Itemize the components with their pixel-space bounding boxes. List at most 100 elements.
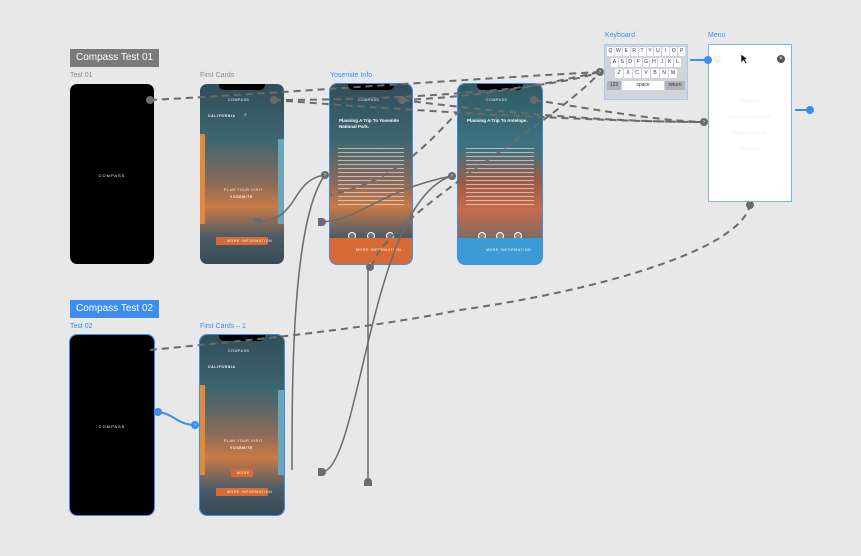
artboard-title-yosemite-info[interactable]: Yosemite Info — [330, 72, 373, 79]
menu-item-grand-canyon[interactable]: GRAND CANYON — [732, 131, 768, 135]
splash-logo-text: COMPASS — [98, 173, 126, 178]
more-info-label: MORE INFORMATION — [227, 239, 273, 243]
hotspot-handle[interactable] — [318, 218, 326, 226]
link-test02-to-menu — [149, 204, 751, 351]
link-antelope-back — [329, 109, 461, 196]
artboard-test-01[interactable]: COMPASS — [70, 84, 154, 264]
key-k[interactable]: K — [666, 58, 674, 67]
key-return[interactable]: return — [665, 81, 685, 90]
key-y[interactable]: Y — [646, 47, 654, 56]
link-handle[interactable] — [146, 96, 154, 104]
link-handle[interactable] — [270, 96, 278, 104]
link-handle-selected[interactable] — [154, 408, 162, 416]
link-target-arrow[interactable]: › — [448, 172, 456, 180]
park-title: YOSEMITE — [230, 195, 253, 199]
link-target-arrow[interactable]: › — [700, 118, 708, 126]
key-c[interactable]: C — [633, 69, 641, 78]
link-handle-selected[interactable] — [806, 106, 814, 114]
key-v[interactable]: V — [642, 69, 650, 78]
link-antelope-to-menu — [533, 99, 705, 123]
hotspot-handle[interactable] — [318, 468, 326, 476]
key-u[interactable]: U — [654, 47, 662, 56]
key-t[interactable]: T — [638, 47, 646, 56]
info-paragraph — [338, 148, 404, 208]
key-q[interactable]: Q — [607, 47, 614, 56]
menu-item-antelope-canyon[interactable]: ANTELOPE CANYON — [728, 115, 772, 119]
artboard-test-02[interactable]: COMPASS — [69, 334, 155, 516]
header-logo-text: COMPASS — [228, 349, 250, 353]
link-handle-selected[interactable] — [704, 56, 712, 64]
link-handle[interactable] — [398, 96, 406, 104]
key-numbers[interactable]: 123 — [607, 81, 621, 90]
key-n[interactable]: N — [660, 69, 668, 78]
artboard-first-cards[interactable]: COMPASS CALIFORNIA ⌕ PLAN YOUR VISIT YOS… — [200, 84, 284, 264]
key-x[interactable]: X — [624, 69, 632, 78]
cursor-arrow — [740, 53, 749, 65]
hotspot-handle[interactable] — [254, 218, 262, 226]
link-firstcards-to-menu — [273, 99, 705, 123]
key-o[interactable]: O — [670, 47, 678, 56]
key-p[interactable]: P — [678, 47, 686, 56]
menu-item-yosemite[interactable]: YOSEMITE — [738, 99, 762, 103]
artboard-yosemite-info[interactable]: COMPASS Planning A Trip To Yosemite Nati… — [329, 83, 413, 265]
artboard-title-keyboard[interactable]: Keyboard — [605, 32, 635, 39]
menu-avatar — [713, 55, 721, 63]
artboard-first-cards-1[interactable]: COMPASS CALIFORNIA PLAN YOUR VISIT YOSEM… — [199, 334, 285, 516]
link-target-arrow[interactable]: ˆ — [366, 263, 374, 271]
key-w[interactable]: W — [614, 47, 622, 56]
close-icon[interactable]: × — [777, 55, 785, 63]
more-info-button[interactable] — [216, 488, 268, 496]
key-h[interactable]: H — [650, 58, 658, 67]
key-a[interactable]: A — [611, 58, 618, 67]
key-space[interactable]: space — [622, 81, 664, 90]
key-b[interactable]: B — [651, 69, 659, 78]
card-right-peek — [278, 390, 284, 475]
key-g[interactable]: G — [642, 58, 650, 67]
plan-visit-text: PLAN YOUR VISIT — [224, 188, 263, 192]
link-yosemite-to-keyboard — [401, 71, 601, 101]
group-label-compass-test-01[interactable]: Compass Test 01 — [70, 49, 160, 67]
key-f[interactable]: F — [634, 58, 642, 67]
antelope-footer-label: MORE INFORMATION — [486, 248, 532, 252]
link-card1-to-antelope — [321, 175, 453, 473]
key-r[interactable]: R — [630, 47, 638, 56]
key-e[interactable]: E — [622, 47, 630, 56]
link-handle[interactable] — [530, 96, 538, 104]
group-label-compass-test-02[interactable]: Compass Test 02 — [70, 300, 160, 318]
key-z[interactable]: Z — [615, 69, 623, 78]
artboard-title-test-02[interactable]: Test 02 — [70, 323, 93, 330]
key-j[interactable]: J — [658, 58, 666, 67]
region-title: CALIFORNIA — [208, 365, 236, 369]
link-target-arrow[interactable]: › — [321, 171, 329, 179]
header-logo-text: COMPASS — [486, 98, 508, 102]
link-test01-to-keyboard — [149, 71, 601, 101]
link-target-selected[interactable]: › — [191, 421, 199, 429]
key-l[interactable]: L — [674, 58, 682, 67]
artboard-title-first-cards[interactable]: First Cards — [200, 72, 235, 79]
key-m[interactable]: M — [669, 69, 677, 78]
artboard-title-test-01[interactable]: Test 01 — [70, 72, 93, 79]
more-button[interactable] — [231, 469, 253, 477]
more-info-label: MORE INFORMATION — [227, 490, 273, 494]
phone-notch — [89, 335, 135, 341]
hotspot-handle[interactable] — [364, 478, 372, 486]
link-target-arrow[interactable]: ˆ — [746, 201, 754, 209]
key-d[interactable]: D — [626, 58, 634, 67]
menu-item-sequoia[interactable]: SEQUOIA — [740, 147, 760, 151]
artboard-menu[interactable]: × YOSEMITE ANTELOPE CANYON GRAND CANYON … — [708, 44, 792, 202]
more-info-button[interactable] — [216, 237, 268, 245]
info-heading: Planning A Trip To Yosemite National Par… — [339, 118, 399, 129]
artboard-title-first-cards-1[interactable]: First Cards – 1 — [200, 323, 246, 330]
artboard-title-menu[interactable]: Menu — [708, 32, 726, 39]
key-s[interactable]: S — [618, 58, 626, 67]
key-i[interactable]: I — [662, 47, 670, 56]
link-info-to-antelope — [321, 175, 453, 223]
card-left-peek — [200, 134, 205, 224]
antelope-footer-bar[interactable] — [458, 238, 542, 264]
link-target-arrow[interactable]: › — [596, 68, 604, 76]
